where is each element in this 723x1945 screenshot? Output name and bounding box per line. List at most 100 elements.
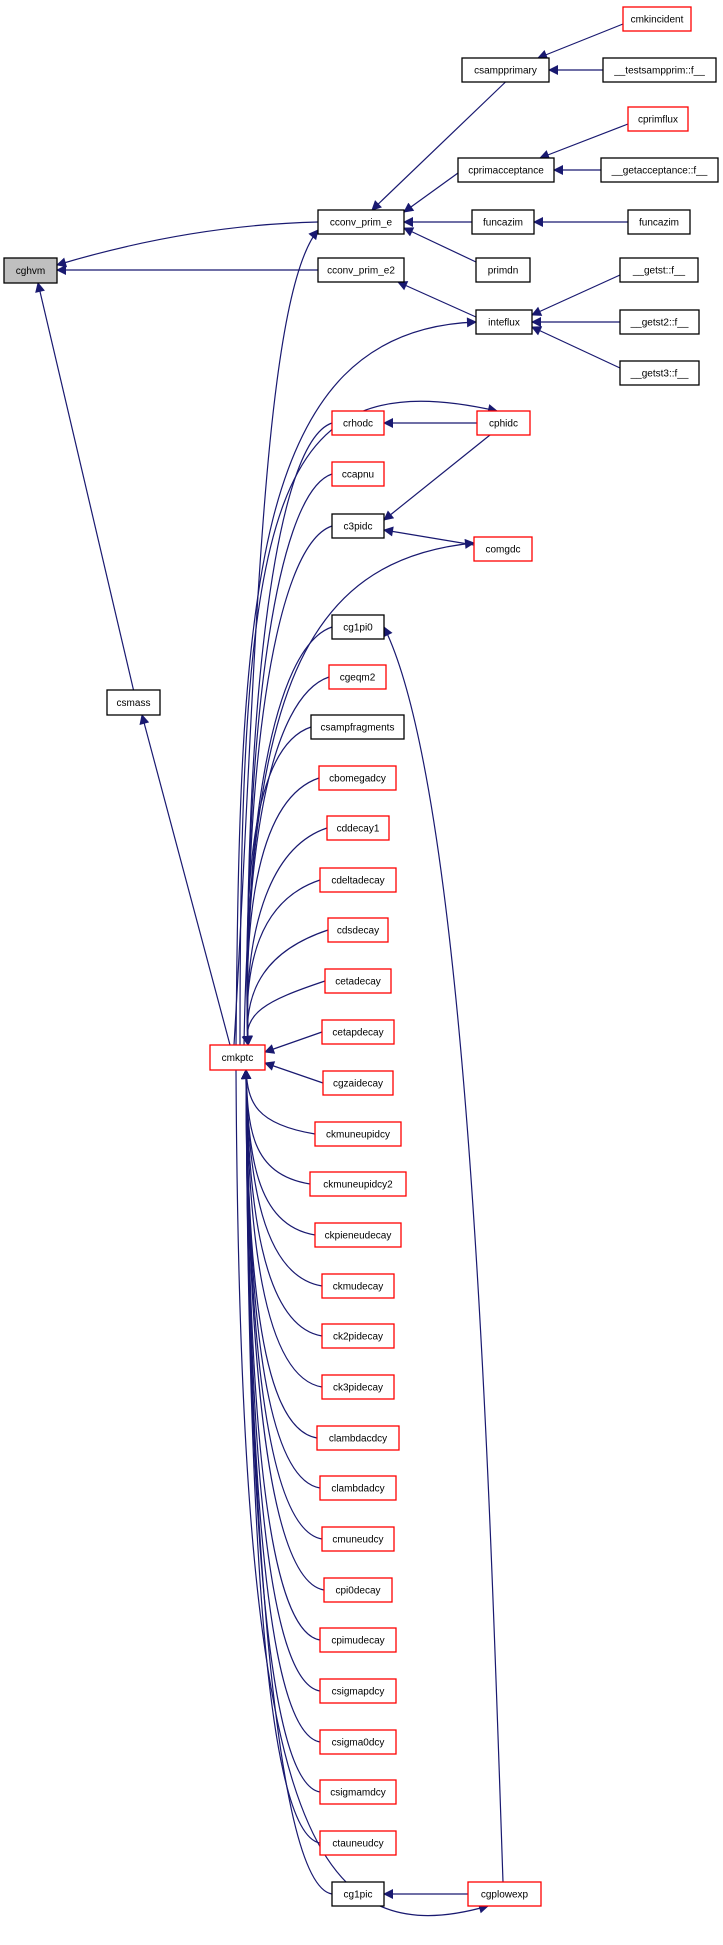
node-clambdacdcy[interactable]: clambdacdcy bbox=[316, 1425, 400, 1451]
node-cprimflux[interactable]: cprimflux bbox=[627, 106, 689, 132]
node-label-cpi0decay: cpi0decay bbox=[335, 1586, 380, 1597]
node-cetadecay[interactable]: cetadecay bbox=[324, 968, 392, 994]
node-cdeltadecay[interactable]: cdeltadecay bbox=[319, 867, 397, 893]
node-cmuneudcy[interactable]: cmuneudcy bbox=[321, 1526, 395, 1552]
node-c3pidc[interactable]: c3pidc bbox=[331, 513, 385, 539]
node-comgdc[interactable]: comgdc bbox=[473, 536, 533, 562]
edge-ck2pidecay-cmkptc bbox=[241, 1069, 323, 1337]
call-edges bbox=[35, 23, 629, 1917]
node-box-getst bbox=[619, 257, 699, 283]
node-label-ck3pidecay: ck3pidecay bbox=[333, 1383, 383, 1394]
node-crhodc[interactable]: crhodc bbox=[331, 410, 385, 436]
node-inteflux[interactable]: inteflux bbox=[475, 309, 533, 335]
node-label-csigmamdcy: csigmamdcy bbox=[330, 1788, 386, 1799]
node-getst2[interactable]: __getst2::f__ bbox=[619, 309, 700, 335]
node-cghvm[interactable]: cghvm bbox=[3, 257, 58, 284]
node-cg1pi0[interactable]: cg1pi0 bbox=[331, 614, 385, 640]
node-csampfragments[interactable]: csampfragments bbox=[310, 714, 405, 740]
edge-cmkptc-cphidc bbox=[239, 400, 498, 1046]
node-cddecay1[interactable]: cddecay1 bbox=[326, 815, 390, 841]
node-box-csmass bbox=[106, 689, 161, 716]
node-box-cmuneudcy bbox=[321, 1526, 395, 1552]
node-box-clambdacdcy bbox=[316, 1425, 400, 1451]
node-box-getst3 bbox=[619, 360, 700, 386]
node-cg1pic[interactable]: cg1pic bbox=[331, 1881, 385, 1907]
node-cconv_prim_e2[interactable]: cconv_prim_e2 bbox=[317, 257, 405, 283]
node-ckpieneudecay[interactable]: ckpieneudecay bbox=[314, 1222, 402, 1248]
node-label-cconv_prim_e2: cconv_prim_e2 bbox=[327, 266, 395, 277]
node-label-cmkincident: cmkincident bbox=[631, 15, 684, 26]
edge-ckmuneupidcy-cmkptc bbox=[241, 1069, 316, 1135]
node-csigmamdcy[interactable]: csigmamdcy bbox=[319, 1779, 397, 1805]
node-label-getst2: __getst2::f__ bbox=[630, 318, 689, 329]
node-getst[interactable]: __getst::f__ bbox=[619, 257, 699, 283]
node-ctauneudcy[interactable]: ctauneudcy bbox=[319, 1830, 397, 1856]
node-ckmudecay[interactable]: ckmudecay bbox=[321, 1273, 395, 1299]
node-csampprimary[interactable]: csampprimary bbox=[461, 57, 550, 83]
node-box-ck3pidecay bbox=[321, 1374, 395, 1400]
edge-cprimacceptance-cconv_prim_e bbox=[403, 172, 459, 213]
call-nodes: cghvm cconv_prim_e cconv_prim_e2 csampprima… bbox=[3, 6, 719, 1907]
node-box-cpi0decay bbox=[323, 1577, 393, 1603]
node-box-ckmudecay bbox=[321, 1273, 395, 1299]
node-clambdadcy[interactable]: clambdadcy bbox=[319, 1475, 397, 1501]
node-cgplowexp[interactable]: cgplowexp bbox=[467, 1881, 542, 1907]
node-label-comgdc: comgdc bbox=[485, 545, 520, 556]
node-cpi0decay[interactable]: cpi0decay bbox=[323, 1577, 393, 1603]
node-csigma0dcy[interactable]: csigma0dcy bbox=[319, 1729, 397, 1755]
node-box-c3pidc bbox=[331, 513, 385, 539]
node-funcazim1[interactable]: funcazim bbox=[471, 209, 535, 235]
node-box-cgplowexp bbox=[467, 1881, 542, 1907]
node-box-csigmapdcy bbox=[319, 1678, 397, 1704]
node-getst3[interactable]: __getst3::f__ bbox=[619, 360, 700, 386]
node-primdn[interactable]: primdn bbox=[475, 257, 531, 283]
node-cgeqm2[interactable]: cgeqm2 bbox=[328, 664, 387, 690]
node-ccapnu[interactable]: ccapnu bbox=[331, 461, 385, 487]
node-ck3pidecay[interactable]: ck3pidecay bbox=[321, 1374, 395, 1400]
node-ckmuneupidcy2[interactable]: ckmuneupidcy2 bbox=[309, 1171, 407, 1197]
node-label-cghvm: cghvm bbox=[16, 266, 45, 277]
node-ckmuneupidcy[interactable]: ckmuneupidcy bbox=[314, 1121, 402, 1147]
node-label-csmass: csmass bbox=[117, 698, 151, 709]
node-funcazim2[interactable]: funcazim bbox=[627, 209, 691, 235]
node-box-cbomegadcy bbox=[318, 765, 397, 791]
node-cphidc[interactable]: cphidc bbox=[476, 410, 531, 436]
node-label-cconv_prim_e: cconv_prim_e bbox=[330, 218, 393, 229]
node-box-testsampprim bbox=[602, 57, 717, 83]
node-box-cddecay1 bbox=[326, 815, 390, 841]
node-label-cmkptc: cmkptc bbox=[222, 1053, 254, 1064]
node-cprimacceptance[interactable]: cprimacceptance bbox=[457, 157, 555, 183]
edge-cmkptc-cgplowexp bbox=[235, 1069, 489, 1917]
node-box-ckmuneupidcy bbox=[314, 1121, 402, 1147]
node-getacceptance[interactable]: __getacceptance::f__ bbox=[600, 157, 719, 183]
node-box-crhodc bbox=[331, 410, 385, 436]
node-cgzaidecay[interactable]: cgzaidecay bbox=[322, 1070, 394, 1096]
node-cpimudecay[interactable]: cpimudecay bbox=[319, 1627, 397, 1653]
node-label-cg1pi0: cg1pi0 bbox=[343, 623, 373, 634]
node-label-cprimacceptance: cprimacceptance bbox=[468, 166, 544, 177]
node-cbomegadcy[interactable]: cbomegadcy bbox=[318, 765, 397, 791]
node-cetapdecay[interactable]: cetapdecay bbox=[321, 1019, 395, 1045]
node-csmass[interactable]: csmass bbox=[106, 689, 161, 716]
node-label-funcazim2: funcazim bbox=[639, 218, 679, 229]
edge-cprimflux-cprimacceptance bbox=[539, 123, 629, 160]
edge-cgplowexp-cg1pi0 bbox=[383, 626, 504, 1883]
node-box-ccapnu bbox=[331, 461, 385, 487]
edge-ctauneudcy-cmkptc bbox=[241, 1069, 321, 1844]
edge-cetapdecay-cmkptc bbox=[264, 1031, 323, 1054]
node-cdsdecay[interactable]: cdsdecay bbox=[327, 917, 389, 943]
node-box-cg1pi0 bbox=[331, 614, 385, 640]
node-cmkptc[interactable]: cmkptc bbox=[209, 1044, 266, 1071]
node-label-cdsdecay: cdsdecay bbox=[337, 926, 379, 937]
node-box-cetadecay bbox=[324, 968, 392, 994]
node-ck2pidecay[interactable]: ck2pidecay bbox=[321, 1323, 395, 1349]
node-cconv_prim_e[interactable]: cconv_prim_e bbox=[317, 209, 405, 235]
node-testsampprim[interactable]: __testsampprim::f__ bbox=[602, 57, 717, 83]
node-box-funcazim2 bbox=[627, 209, 691, 235]
edge-cmkptc-cconv_prim_e bbox=[233, 229, 319, 1046]
node-csigmapdcy[interactable]: csigmapdcy bbox=[319, 1678, 397, 1704]
edge-cgzaidecay-cmkptc bbox=[264, 1061, 324, 1084]
node-cmkincident[interactable]: cmkincident bbox=[622, 6, 692, 32]
